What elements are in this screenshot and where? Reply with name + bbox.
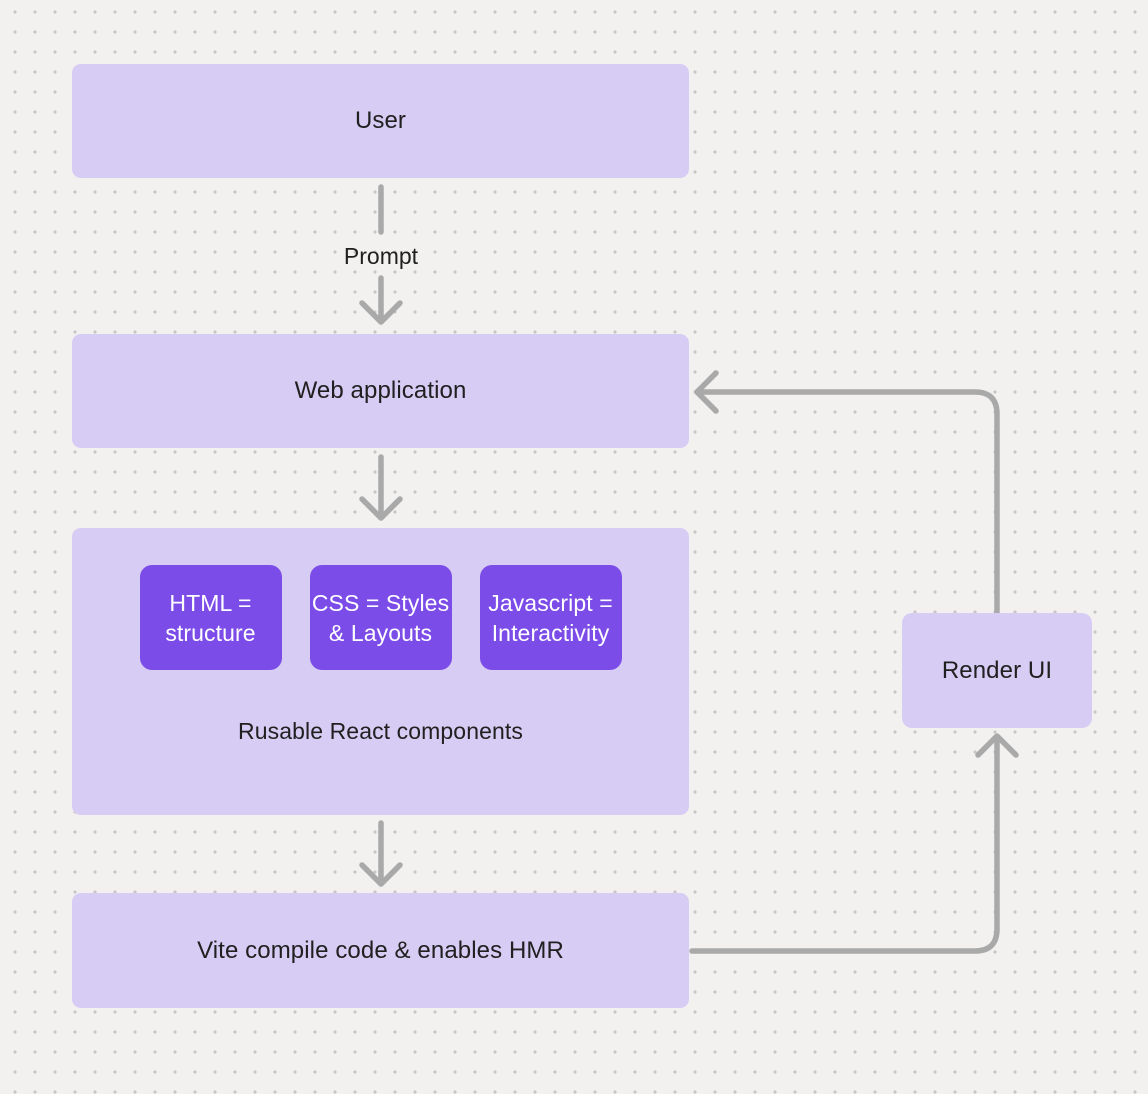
connector-render-ui-to-webapp-arrowhead-icon [694,370,719,414]
components-group-caption: Rusable React components [238,718,523,744]
components-row: HTML = structure CSS = Styles & Layouts … [139,565,622,670]
node-components-group[interactable]: HTML = structure CSS = Styles & Layouts … [72,528,689,815]
node-vite[interactable]: Vite compile code & enables HMR [72,893,689,1008]
node-user[interactable]: User [72,64,689,178]
arrow-components-to-vite-arrowhead-icon [359,862,403,887]
node-javascript-label-line2: Interactivity [491,619,610,646]
connector-vite-to-render-ui[interactable] [689,735,1000,954]
node-html-label-line2: structure [165,619,256,646]
node-html[interactable]: HTML = structure [139,565,282,670]
node-render-ui[interactable]: Render UI [902,613,1092,728]
connector-vite-to-render-ui-arrowhead-icon [975,733,1019,758]
node-javascript-label-line1: Javascript = [488,589,613,616]
prompt-edge-label: Prompt [343,243,419,269]
node-css-label-line2: & Layouts [328,619,433,646]
arrow-user-to-webapp-arrowhead-icon [359,300,403,325]
node-user-label: User [354,107,407,134]
node-css[interactable]: CSS = Styles & Layouts [309,565,452,670]
node-web-application-label: Web application [294,377,467,404]
node-web-application[interactable]: Web application [72,334,689,448]
node-javascript[interactable]: Javascript = Interactivity [479,565,622,670]
node-vite-label: Vite compile code & enables HMR [197,936,564,964]
node-render-ui-label: Render UI [941,656,1053,684]
connector-render-ui-to-webapp[interactable] [697,389,1000,616]
node-css-label-line1: CSS = Styles [311,589,450,616]
arrow-webapp-to-components-arrowhead-icon [359,496,403,521]
node-html-label-line1: HTML = [169,589,252,616]
